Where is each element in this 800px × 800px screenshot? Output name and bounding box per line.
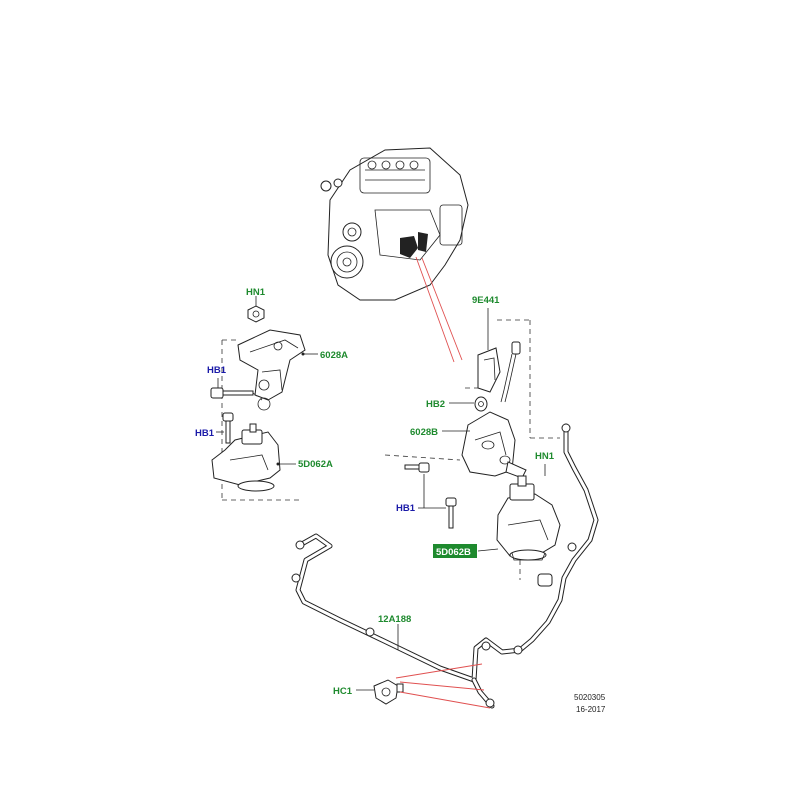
callout-line [399, 691, 491, 709]
label-12a188: 12A188 [378, 614, 411, 625]
clamp-hc1 [373, 679, 404, 705]
reference-date: 16-2017 [576, 705, 606, 714]
label-6028a: 6028A [320, 350, 348, 361]
label-hn1-left: HN1 [246, 287, 266, 298]
label-5d062a: 5D062A [298, 459, 333, 470]
label-6028b: 6028B [410, 427, 438, 438]
bolt-hb1-right-lower [445, 497, 457, 529]
callout-line [421, 257, 463, 361]
sensor-9e441 [477, 341, 521, 403]
label-5d062b: 5D062B [436, 547, 471, 558]
label-hn1-right: HN1 [535, 451, 555, 462]
label-hb1-upper: HB1 [207, 365, 227, 376]
mount-5d062a [211, 423, 281, 492]
bracket-6028b [461, 411, 527, 479]
hose-clip-right [537, 573, 553, 587]
callout-line [415, 256, 455, 363]
label-hb2: HB2 [426, 399, 445, 410]
label-5d062b-highlight: 5D062B [433, 544, 477, 558]
reference-number: 5020305 [574, 693, 606, 702]
bolt-hb1-left [222, 412, 234, 444]
bolt-hb1-upper [210, 387, 254, 399]
callout-line [395, 663, 483, 679]
hose-12a188 [291, 423, 599, 709]
label-hb1-right: HB1 [396, 503, 416, 514]
label-hb1-left: HB1 [195, 428, 215, 439]
callout-line [399, 681, 485, 691]
nut-hb2 [474, 396, 488, 412]
bolt-hb1-right-upper [404, 462, 430, 473]
mount-5d062b [496, 475, 561, 561]
label-hc1: HC1 [333, 686, 353, 697]
engine-illustration [320, 147, 469, 301]
bracket-6028a [237, 329, 306, 411]
label-9e441: 9E441 [472, 295, 500, 306]
right-mount-assembly [384, 308, 561, 587]
nut-hn1-left [247, 305, 265, 323]
left-mount-assembly [210, 296, 318, 501]
